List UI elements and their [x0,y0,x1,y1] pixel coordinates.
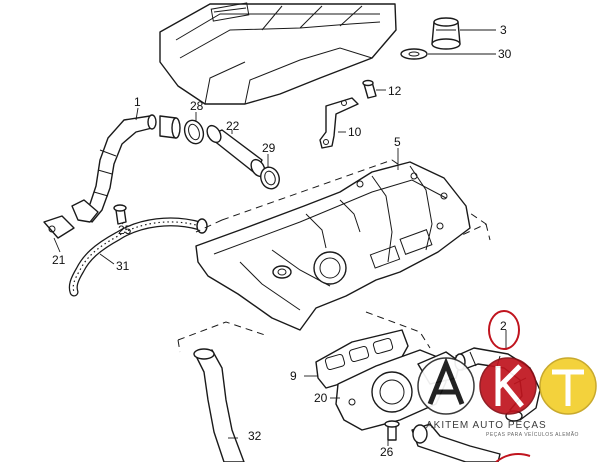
callout-12: 12 [388,84,402,98]
callout-5: 5 [394,135,401,149]
vacuum-hose-part-31 [68,217,208,297]
engine-cover [159,2,397,105]
highlight-circle [488,310,520,350]
callout-labels: 3 30 12 1 28 22 10 29 5 25 21 31 2 9 20 … [52,23,512,459]
leader-lines [53,29,507,446]
hose-part-32 [193,348,501,462]
valve-cover-part-5 [195,161,471,331]
callout-20: 20 [314,391,328,405]
washer-part-30 [400,48,428,60]
callout-25: 25 [118,223,132,237]
lower-assembly-outline [177,311,431,353]
callout-9: 9 [290,369,297,383]
clamp-part-28 [183,119,205,145]
logo-letter-k [495,364,524,408]
highlight-arc-bottom [495,453,531,462]
grommet-part-3 [431,17,461,50]
logo-letter-t [552,369,584,406]
callout-3: 3 [500,23,507,37]
bolt-part-12 [362,79,377,99]
callout-21: 21 [52,253,66,267]
logo-tagline: PEÇAS PARA VEÍCULOS ALEMÃO [486,431,579,438]
callout-30: 30 [498,47,512,61]
callout-26: 26 [380,445,394,459]
logo-brand-text: AKITEM AUTO PEÇAS [426,420,547,431]
callout-1: 1 [134,95,141,109]
callout-29: 29 [262,141,276,155]
callout-28: 28 [190,99,204,113]
bracket-part-10 [319,97,359,149]
bolt-part-26 [384,420,400,441]
clamp-part-29 [260,166,280,190]
breather-hose-part-1 [43,114,181,239]
akitem-logo: AKITEM AUTO PEÇAS PEÇAS PARA VEÍCULOS AL… [417,357,597,438]
callout-2: 2 [500,319,507,333]
assembly-outline [195,159,491,259]
logo-letter-a [427,357,465,405]
callout-32: 32 [248,429,262,443]
callout-31: 31 [116,259,130,273]
callout-10: 10 [348,125,362,139]
bolt-part-25 [113,204,127,225]
callout-22: 22 [226,119,240,133]
